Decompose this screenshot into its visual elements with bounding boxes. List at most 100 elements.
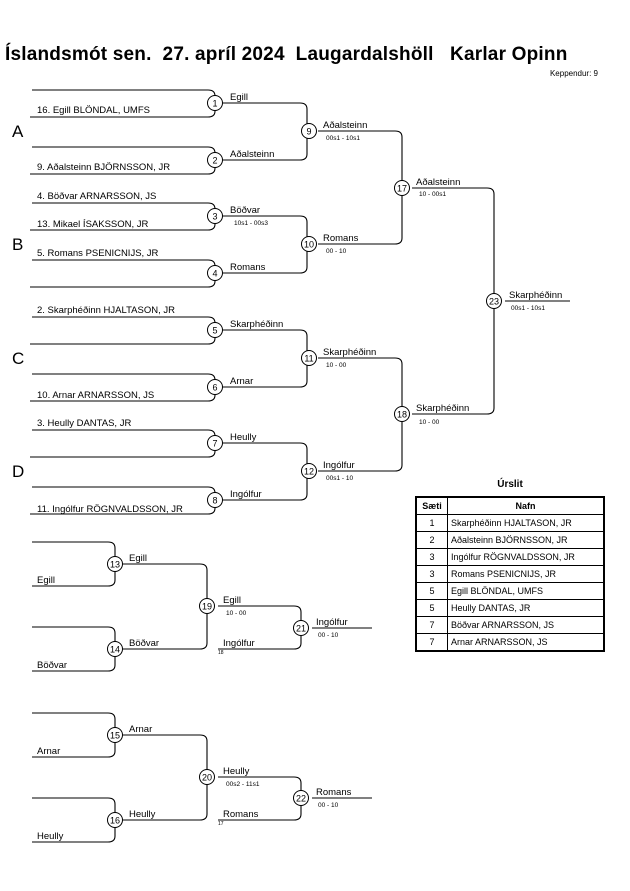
match-winner: Aðalsteinn xyxy=(416,177,460,188)
entrant-name: 2. Skarphéðinn HJALTASON, JR xyxy=(37,305,175,316)
match-circle: 23 xyxy=(486,293,502,309)
match-circle: 18 xyxy=(394,406,410,422)
match-number: 21 xyxy=(296,624,306,634)
match-circle: 3 xyxy=(207,208,223,224)
match-circle: 8 xyxy=(207,492,223,508)
match-number: 14 xyxy=(110,645,120,655)
name-cell: Arnar ARNARSSON, JS xyxy=(447,633,605,652)
entrant-name: 5. Romans PSENICNIJS, JR xyxy=(37,248,159,259)
entrant-name: 10. Arnar ARNARSSON, JS xyxy=(37,390,154,401)
match-winner: Romans xyxy=(230,262,266,273)
match-number: 18 xyxy=(397,410,407,420)
match-circle: 5 xyxy=(207,322,223,338)
match-winner: Böðvar xyxy=(129,638,159,649)
place-cell: 7 xyxy=(415,616,448,634)
match-score: 00 - 10 xyxy=(318,802,339,809)
page-title: Íslandsmót sen. 27. apríl 2024 Laugardal… xyxy=(5,44,568,65)
place-column-header: Sæti xyxy=(415,496,448,515)
place-cell: 2 xyxy=(415,531,448,549)
name-cell: Böðvar ARNARSSON, JS xyxy=(447,616,605,634)
match-score: 10s1 - 00s3 xyxy=(234,220,268,227)
entrant-name: 9. Aðalsteinn BJÖRNSSON, JR xyxy=(37,162,170,173)
match-winner: Ingólfur xyxy=(230,489,262,500)
match-number: 4 xyxy=(212,269,217,279)
name-cell: Aðalsteinn BJÖRNSSON, JR xyxy=(447,531,605,549)
name-cell: Romans PSENICNIJS, JR xyxy=(447,565,605,583)
match-number: 23 xyxy=(489,297,499,307)
match-winner: Skarphéðinn xyxy=(323,347,376,358)
match-circle: 11 xyxy=(301,350,317,366)
match-winner: Aðalsteinn xyxy=(230,149,274,160)
match-number: 19 xyxy=(202,602,212,612)
group-label-a: A xyxy=(12,122,24,141)
group-label-b: B xyxy=(12,235,23,254)
repechage-entrant: Arnar xyxy=(37,746,60,757)
match-circle: 7 xyxy=(207,435,223,451)
match-winner: Skarphéðinn xyxy=(416,403,469,414)
match-winner: Egill xyxy=(223,595,241,606)
match-number: 17 xyxy=(397,184,407,194)
name-cell: Ingólfur RÖGNVALDSSON, JR xyxy=(447,548,605,566)
place-cell: 7 xyxy=(415,633,448,652)
entrant-count: Keppendur: 9 xyxy=(549,69,598,78)
match-number: 11 xyxy=(304,354,313,364)
match-score: 00s1 - 10s1 xyxy=(511,305,545,312)
repechage-entrant: Böðvar xyxy=(37,660,67,671)
entrant-name: 11. Ingólfur RÖGNVALDSSON, JR xyxy=(37,504,183,515)
source-match-ref: 18 xyxy=(218,650,224,656)
match-winner: Ingólfur xyxy=(316,617,348,628)
place-cell: 1 xyxy=(415,514,448,532)
match-number: 8 xyxy=(212,496,217,506)
results-title: Úrslit xyxy=(497,479,523,490)
match-number: 2 xyxy=(212,156,217,166)
match-number: 3 xyxy=(212,212,217,222)
match-circle: 17 xyxy=(394,180,410,196)
match-score: 10 - 00 xyxy=(419,419,440,426)
match-circle: 2 xyxy=(207,152,223,168)
match-winner: Skarphéðinn xyxy=(230,319,283,330)
match-circle: 12 xyxy=(301,463,317,479)
match-score: 10 - 00 xyxy=(326,362,347,369)
entrant-name: 4. Böðvar ARNARSSON, JS xyxy=(37,191,156,202)
match-circle: 13 xyxy=(107,556,123,572)
match-circle: 22 xyxy=(293,790,309,806)
final-winner: Skarphéðinn xyxy=(509,290,562,301)
match-circle: 10 xyxy=(301,236,317,252)
match-number: 13 xyxy=(110,560,120,570)
match-circle: 9 xyxy=(301,123,317,139)
match-score: 00s2 - 11s1 xyxy=(226,781,260,788)
name-cell: Heully DANTAS, JR xyxy=(447,599,605,617)
name-cell: Egill BLÖNDAL, UMFS xyxy=(447,582,605,600)
match-circle: 4 xyxy=(207,265,223,281)
match-number: 20 xyxy=(202,773,212,783)
source-match-ref: 17 xyxy=(218,821,224,827)
match-winner: Böðvar xyxy=(230,205,260,216)
match-circle: 15 xyxy=(107,727,123,743)
repechage-entrant: Ingólfur xyxy=(223,638,255,649)
match-winner: Romans xyxy=(316,787,352,798)
match-number: 22 xyxy=(296,794,306,804)
match-score: 00s1 - 10 xyxy=(326,475,353,482)
place-cell: 3 xyxy=(415,548,448,566)
match-circle: 14 xyxy=(107,641,123,657)
repechage-entrant: Egill xyxy=(37,575,55,586)
match-circle: 19 xyxy=(199,598,215,614)
match-score: 00s1 - 10s1 xyxy=(326,135,360,142)
match-number: 1 xyxy=(212,99,217,109)
match-winner: Ingólfur xyxy=(323,460,355,471)
group-label-c: C xyxy=(12,349,24,368)
match-circle: 16 xyxy=(107,812,123,828)
match-circle: 1 xyxy=(207,95,223,111)
match-number: 6 xyxy=(212,383,217,393)
name-column-header: Nafn xyxy=(447,496,605,515)
results-header-row: Sæti Nafn xyxy=(415,496,605,515)
entrant-name: 3. Heully DANTAS, JR xyxy=(37,418,131,429)
